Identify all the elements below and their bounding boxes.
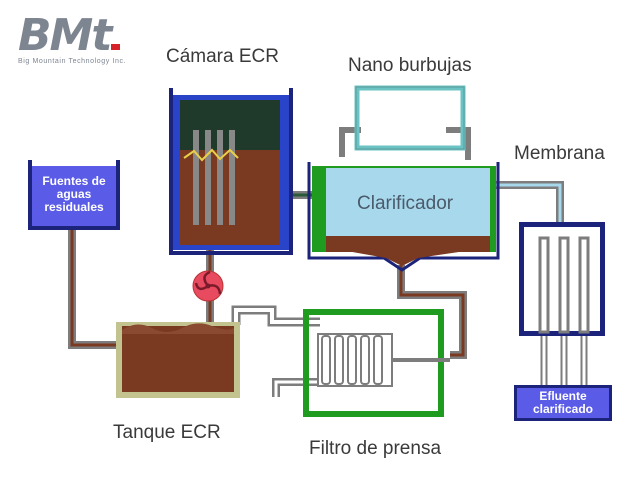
label-ecr-chamber: Cámara ECR	[166, 46, 279, 67]
filter-press	[303, 309, 450, 417]
logo-accent-mark	[111, 44, 121, 50]
logo-wordmark: BMt	[18, 14, 126, 58]
ecr-tank	[116, 322, 240, 398]
ecr-chamber	[169, 88, 293, 255]
effluent-box	[514, 385, 612, 421]
membrane-unit	[519, 222, 605, 336]
label-filter-press: Filtro de prensa	[309, 438, 442, 459]
clarifier-tank	[307, 162, 500, 272]
label-nano-bubbles: Nano burbujas	[348, 55, 472, 76]
source-box	[28, 160, 120, 230]
label-membrane: Membrana	[514, 143, 605, 164]
label-clarifier: Clarificador	[357, 193, 454, 214]
company-logo: BMt Big Mountain Technology Inc.	[18, 14, 127, 66]
logo-tagline: Big Mountain Technology Inc.	[18, 58, 127, 65]
effluent-label: Efluente clarificado	[532, 389, 594, 416]
label-ecr-tank: Tanque ECR	[113, 422, 221, 443]
nano-bubble-unit	[354, 85, 466, 151]
source-label: Fuentes de aguas residuales	[42, 174, 106, 214]
electrode-icon	[193, 130, 235, 225]
pump-icon	[192, 270, 224, 302]
